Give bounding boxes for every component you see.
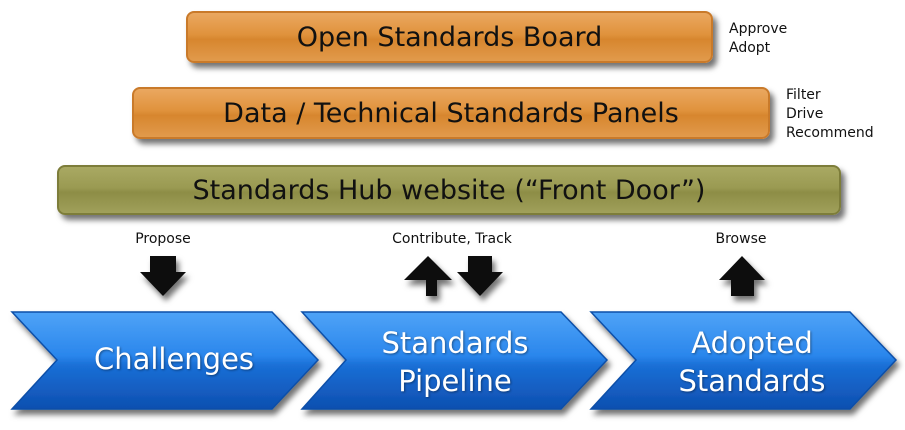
adopted-standards-label: Adopted Standards: [678, 324, 825, 400]
propose-label: Propose: [135, 231, 191, 247]
standards-panels-bar: Data / Technical Standards Panels: [132, 87, 770, 139]
panels-note-recommend: Recommend: [786, 125, 874, 141]
panels-notes: Filter Drive Recommend: [786, 86, 874, 143]
board-title: Open Standards Board: [296, 21, 603, 53]
challenges-line-1: Challenges: [93, 342, 255, 376]
standards-pipeline-label: Standards Pipeline: [381, 324, 528, 400]
browse-label: Browse: [715, 231, 767, 247]
adopted-standards-chevron: [589, 311, 898, 410]
panels-note-drive: Drive: [786, 106, 824, 122]
board-note-approve: Approve: [729, 21, 788, 37]
contribute-up-arrow-icon: [404, 256, 452, 296]
standards-pipeline-chevron: [300, 311, 609, 410]
propose-down-arrow-icon: [140, 256, 186, 296]
hub-title: Standards Hub website (“Front Door”): [192, 174, 706, 206]
browse-up-arrow-icon: [719, 256, 765, 296]
contribute-track-label: Contribute, Track: [392, 231, 512, 247]
challenges-chevron: [10, 311, 320, 410]
pipeline-line-1: Standards: [381, 326, 529, 360]
open-standards-board-bar: Open Standards Board: [186, 11, 713, 63]
panels-title: Data / Technical Standards Panels: [223, 97, 679, 129]
adopted-line-2: Standards: [678, 364, 826, 398]
board-notes: Approve Adopt: [729, 20, 787, 58]
panels-note-filter: Filter: [786, 87, 821, 103]
track-down-arrow-icon: [457, 256, 503, 296]
adopted-line-1: Adopted: [691, 326, 813, 360]
challenges-label: Challenges: [94, 340, 254, 378]
board-note-adopt: Adopt: [729, 40, 771, 56]
pipeline-line-2: Pipeline: [398, 364, 512, 398]
standards-hub-bar: Standards Hub website (“Front Door”): [57, 165, 841, 215]
